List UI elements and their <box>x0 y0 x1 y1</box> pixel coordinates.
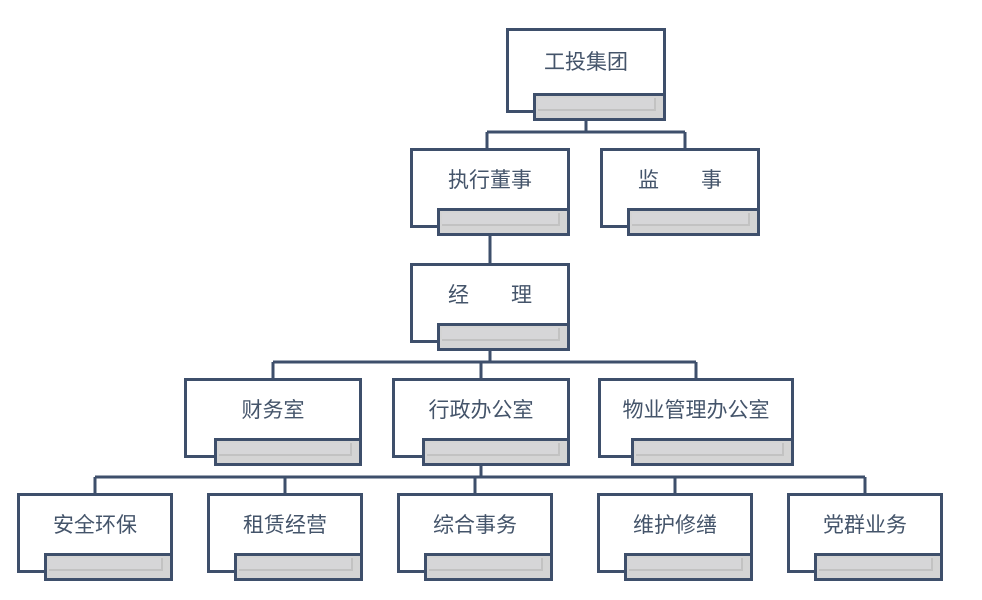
node-label: 党群业务 <box>823 512 907 537</box>
org-node-party-mass-work[interactable]: 党群业务 <box>787 493 943 581</box>
node-accent-bar <box>437 208 570 236</box>
node-label: 综合事务 <box>433 512 517 537</box>
org-node-supervisor[interactable]: 监 事 <box>600 148 760 236</box>
node-accent-bar <box>814 553 943 581</box>
org-node-property-mgmt-office[interactable]: 物业管理办公室 <box>598 378 794 466</box>
node-label: 维护修缮 <box>633 512 717 537</box>
node-label: 工投集团 <box>544 50 628 74</box>
org-node-leasing-operations[interactable]: 租赁经营 <box>207 493 363 581</box>
org-node-general-affairs[interactable]: 综合事务 <box>397 493 553 581</box>
node-label: 行政办公室 <box>428 397 534 422</box>
node-accent-bar <box>424 553 553 581</box>
org-node-maintenance-repair[interactable]: 维护修缮 <box>597 493 753 581</box>
node-accent-bar <box>624 553 753 581</box>
node-label: 财务室 <box>241 397 305 422</box>
node-label: 物业管理办公室 <box>622 397 770 422</box>
node-accent-bar <box>234 553 363 581</box>
org-node-finance-office[interactable]: 财务室 <box>184 378 362 466</box>
node-label: 经 理 <box>448 282 532 307</box>
org-node-manager[interactable]: 经 理 <box>410 263 570 351</box>
node-label: 监 事 <box>638 167 722 192</box>
org-node-safety-environment[interactable]: 安全环保 <box>17 493 173 581</box>
node-label: 执行董事 <box>448 167 532 192</box>
org-node-exec-director[interactable]: 执行董事 <box>410 148 570 236</box>
node-accent-bar <box>44 553 173 581</box>
node-label: 安全环保 <box>53 512 137 537</box>
org-node-admin-office[interactable]: 行政办公室 <box>392 378 570 466</box>
node-accent-bar <box>627 208 760 236</box>
org-node-root[interactable]: 工投集团 <box>506 28 666 121</box>
node-label: 租赁经营 <box>243 512 327 537</box>
